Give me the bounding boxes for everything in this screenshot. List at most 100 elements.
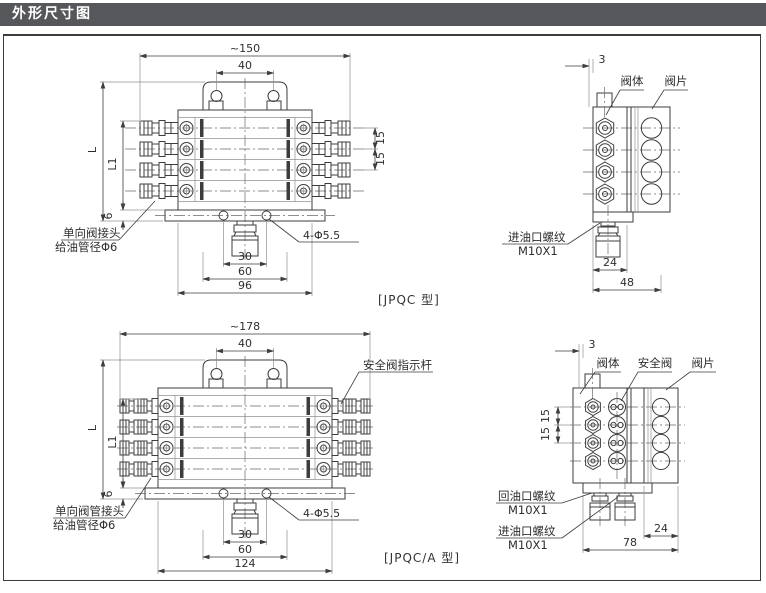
svg-text:15: 15 [374,131,387,145]
svg-text:60: 60 [238,265,252,278]
label-valve-plate: 阀片 [665,356,716,391]
caption-jpqc: [JPQC 型] [378,293,440,307]
svg-text:24: 24 [603,256,617,269]
mounting-bracket [202,359,288,389]
svg-text:15: 15 [374,152,387,166]
dim-hole-spacing-60: 60 [202,252,288,282]
svg-text:4-Φ5.5: 4-Φ5.5 [303,507,340,520]
svg-text:48: 48 [620,276,634,289]
dim-total-height-L: L [86,359,205,500]
svg-text:6: 6 [102,491,115,498]
dim-hole-spacing-30: 30 [222,222,268,267]
svg-text:L: L [86,424,99,431]
jpqc-side-view-drawing: 3 阀体 阀片 24 [502,53,688,293]
svg-text:回油口螺纹: 回油口螺纹 [498,489,556,503]
svg-text:单向阀接头: 单向阀接头 [63,226,121,240]
return-fitting [589,478,611,526]
svg-text:15: 15 [539,427,552,441]
dim-body-width-96: 96 [177,223,313,296]
outlet-fitting [231,220,259,257]
svg-text:阀片: 阀片 [665,74,688,88]
svg-text:进油口螺纹: 进油口螺纹 [498,524,556,538]
section-header-bar: 外形尺寸图 [0,3,766,26]
svg-text:30: 30 [238,528,252,541]
svg-text:~150: ~150 [230,42,260,55]
top-tab [584,368,601,400]
note-check-valve-connector: 单向阀管接头 给油管径Φ6 [53,477,152,532]
dim-body-height-L1: L1 [106,120,165,211]
svg-text:阀体: 阀体 [621,74,644,88]
svg-text:L1: L1 [106,157,119,170]
svg-text:进油口螺纹: 进油口螺纹 [508,230,566,244]
note-inlet-thread: 进油口螺纹 M10X1 [496,496,619,552]
dim-depth-48: 48 [592,275,662,293]
svg-text:78: 78 [623,536,637,549]
inlet-fitting [614,478,636,526]
note-mounting-holes: 4-Φ5.5 [268,496,359,521]
inlet-fitting [595,205,621,263]
svg-text:给油管径Φ6: 给油管径Φ6 [55,240,117,254]
side-body-outline [572,387,679,484]
label-safety-valve-rod: 安全阀指示杆 [340,358,433,405]
svg-text:96: 96 [238,279,252,292]
note-inlet-thread: 进油口螺纹 M10X1 [502,222,601,258]
svg-text:M10X1: M10X1 [518,244,558,258]
svg-text:3: 3 [599,53,606,66]
svg-text:3: 3 [589,338,596,351]
dim-total-height-L: L [86,81,205,222]
jpqc-front-view-drawing: ~150 40 15 15 L [55,42,387,296]
jpqca-side-view-drawing: 3 15 15 阀体 安全阀 阀片 [496,338,716,553]
dim-plate-offset-3: 3 [565,53,606,107]
svg-text:L: L [86,146,99,153]
svg-text:30: 30 [238,250,252,263]
dim-bracket-hole-spacing: 40 [215,337,275,368]
svg-text:安全阀指示杆: 安全阀指示杆 [363,358,432,372]
jpqca-front-view-drawing: ~178 40 L L1 6 安全阀指示杆 [53,320,433,574]
dim-hole-spacing-30: 30 [222,500,268,545]
note-return-thread: 回油口螺纹 M10X1 [496,489,593,517]
svg-text:M10X1: M10X1 [508,538,548,552]
dim-overall-width: ~150 [139,42,351,120]
svg-text:124: 124 [235,557,256,570]
bottom-plate [592,211,634,223]
svg-text:~178: ~178 [230,320,260,333]
outlet-fitting [231,498,259,535]
dim-hole-spacing-60: 60 [202,530,288,560]
svg-text:单向阀管接头: 单向阀管接头 [55,504,124,518]
note-mounting-holes: 4-Φ5.5 [268,218,359,243]
svg-text:阀体: 阀体 [597,356,620,370]
svg-text:6: 6 [102,213,115,220]
dim-body-width-124: 124 [157,501,333,574]
dim-body-height-L1: L1 [106,398,145,489]
svg-text:60: 60 [238,543,252,556]
dim-plate-offset-3: 3 [555,338,596,388]
valve-body-outline [157,387,333,489]
svg-text:40: 40 [238,59,252,72]
top-tab [596,87,613,120]
dim-plate-width-24: 24 [643,486,679,553]
svg-text:M10X1: M10X1 [508,503,548,517]
svg-text:40: 40 [238,337,252,350]
svg-text:24: 24 [654,522,668,535]
page-title: 外形尺寸图 [12,6,92,22]
mounting-bracket [202,81,288,111]
dim-width-78: 78 [582,495,679,553]
dim-base-offset: 6 [102,479,126,508]
dim-row-spacing: 15 15 [353,127,387,171]
svg-text:安全阀: 安全阀 [638,356,673,370]
bottom-plate [582,482,653,494]
dim-bracket-hole-spacing: 40 [215,59,275,90]
dim-row-spacing: 15 15 [539,406,575,444]
label-valve-plate: 阀片 [651,74,688,110]
svg-text:阀片: 阀片 [692,356,715,370]
label-valve-body: 阀体 [605,74,644,116]
svg-text:给油管径Φ6: 给油管径Φ6 [53,518,115,532]
note-check-valve-connector: 单向阀接头 给油管径Φ6 [55,200,156,254]
svg-text:15: 15 [539,409,552,423]
label-valve-body: 阀体 [579,356,621,395]
svg-text:L1: L1 [106,435,119,448]
label-safety-valve: 安全阀 [620,356,673,402]
dim-base-offset: 6 [102,201,126,230]
caption-jpqca: [JPQC/A 型] [384,551,461,565]
